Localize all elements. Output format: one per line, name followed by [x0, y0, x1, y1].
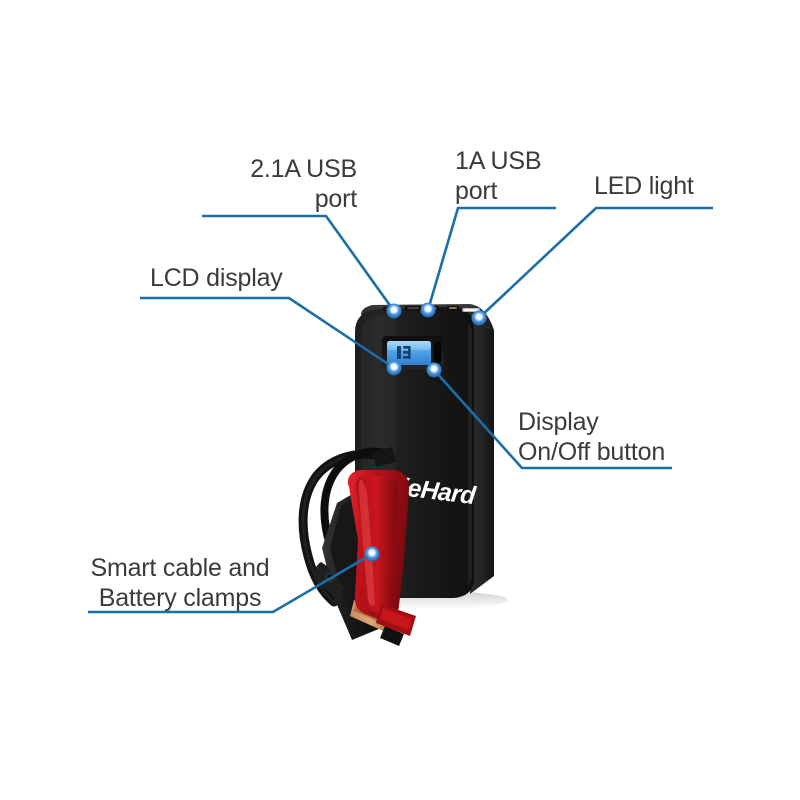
anchor-dot-led-light: [471, 310, 487, 326]
callout-label-lcd-display: LCD display: [150, 264, 283, 292]
lcd-digits: [397, 346, 411, 359]
callout-label-display-on-off-button: Display On/Off button: [518, 408, 666, 466]
callout-label-smart-cable-battery-clamps: Smart cable and Battery clamps: [90, 554, 270, 612]
lcd-display-assembly: [382, 336, 444, 369]
callout-label-usb-1a: 1A USB port: [455, 147, 542, 205]
anchor-dot-usb-21a: [386, 303, 402, 319]
anchor-dot-usb-1a: [420, 302, 436, 318]
anchor-dot-lcd-display: [386, 360, 402, 376]
leader-line-usb-21a: [202, 214, 396, 312]
anchor-dot-display-btn: [426, 362, 442, 378]
cable-inner: [320, 447, 385, 549]
leader-line-lcd-display: [140, 296, 395, 370]
callout-label-led-light: LED light: [594, 172, 694, 200]
callout-leader-lines: [88, 206, 713, 614]
smart-cable-and-clamps: [298, 447, 416, 646]
leader-line-display-btn: [433, 369, 672, 470]
red-battery-clamp: [347, 470, 416, 636]
leader-line-clamps: [88, 552, 373, 614]
callout-anchor-dots: [364, 302, 487, 562]
anchor-dot-clamps: [364, 546, 380, 562]
device-right-side: [470, 320, 494, 594]
callout-label-usb-21a: 2.1A USB port: [250, 155, 357, 213]
leader-line-usb-1a: [426, 206, 556, 311]
leader-line-led-light: [478, 206, 713, 319]
